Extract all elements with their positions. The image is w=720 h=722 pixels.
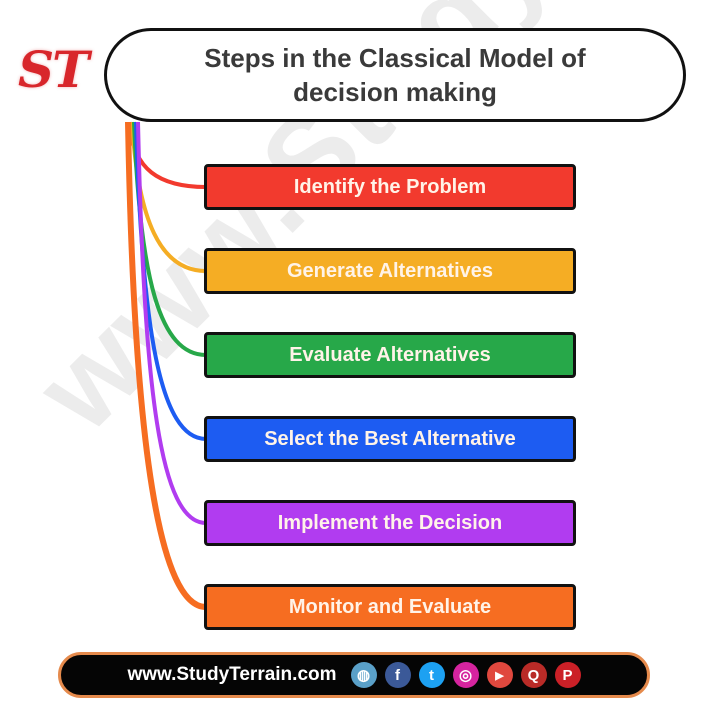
step-label: Select the Best Alternative [264,427,516,450]
step-monitor-evaluate: Monitor and Evaluate [204,584,576,630]
footer-bar: www.StudyTerrain.com ◍ f t ◎ ▶ Q P [58,652,650,698]
pinterest-icon[interactable]: P [554,662,581,688]
title-pill: Steps in the Classical Model of decision… [104,28,686,122]
page-title: Steps in the Classical Model of decision… [204,43,586,107]
step-generate-alternatives: Generate Alternatives [204,248,576,294]
youtube-icon[interactable]: ▶ [486,662,513,688]
step-label: Implement the Decision [277,511,503,534]
logo: ST [18,40,89,99]
step-select-best: Select the Best Alternative [204,416,576,462]
step-implement-decision: Implement the Decision [204,500,576,546]
website-link[interactable]: www.StudyTerrain.com [127,664,337,685]
quora-icon[interactable]: Q [520,662,547,688]
twitter-icon[interactable]: t [418,662,445,688]
instagram-icon[interactable]: ◎ [452,662,479,688]
step-label: Generate Alternatives [286,259,493,282]
globe-icon[interactable]: ◍ [350,662,377,688]
step-label: Evaluate Alternatives [289,343,491,366]
step-identify-problem: Identify the Problem [204,164,576,210]
step-label: Identify the Problem [293,175,487,198]
facebook-icon[interactable]: f [384,662,411,688]
step-evaluate-alternatives: Evaluate Alternatives [204,332,576,378]
step-label: Monitor and Evaluate [288,595,492,618]
